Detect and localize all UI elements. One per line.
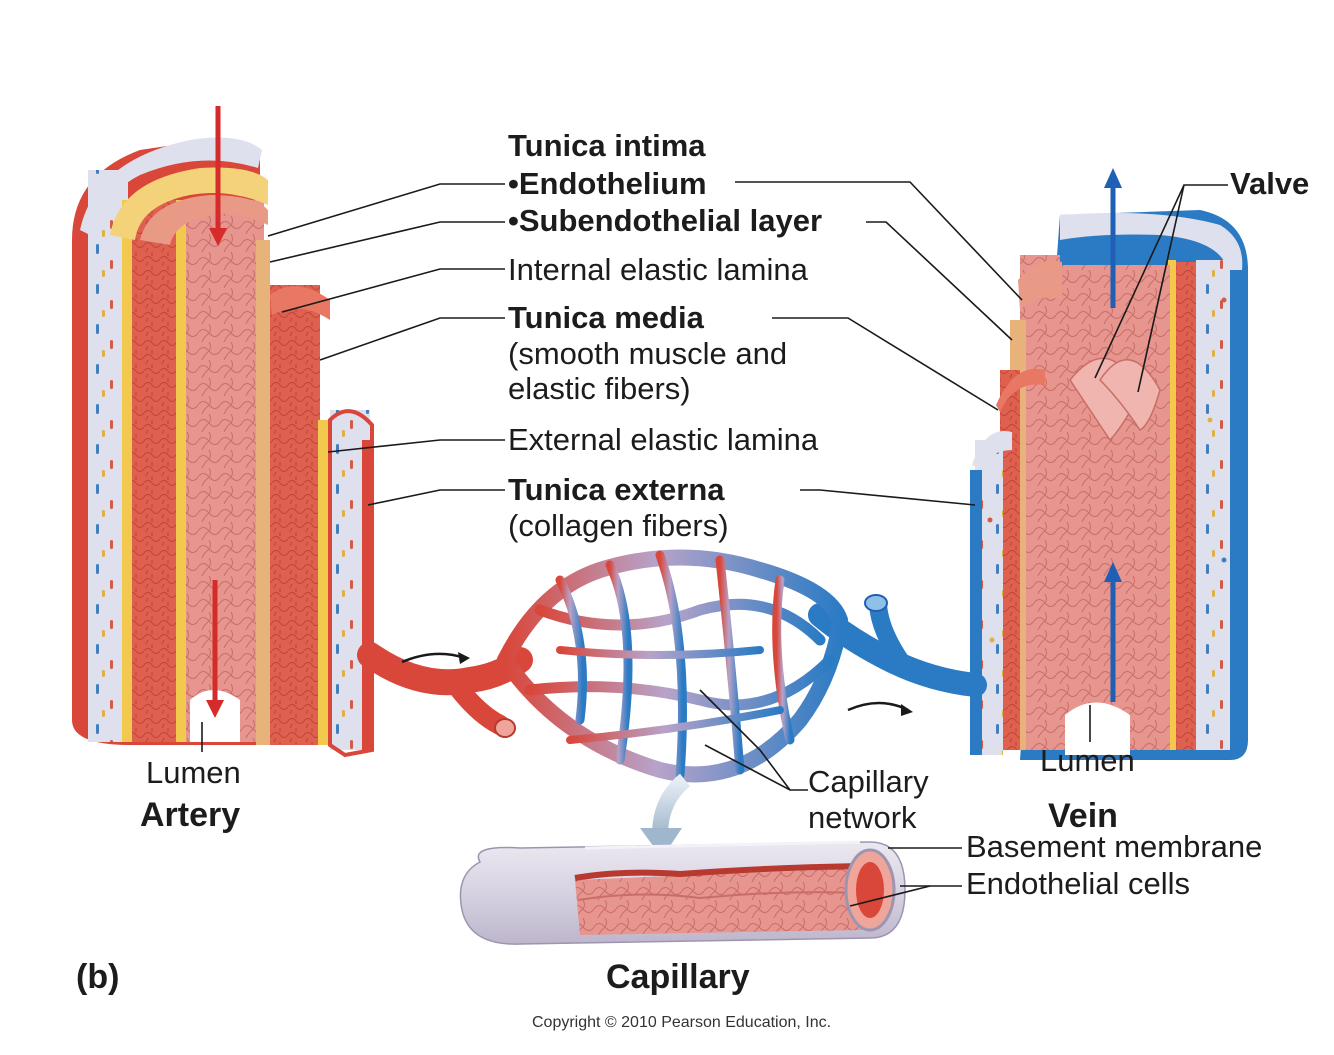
copyright-text: Copyright © 2010 Pearson Education, Inc. [532,1014,832,1031]
capillary-cross-section [459,840,906,945]
label-tunica-externa: Tunica externa [508,472,725,507]
artery-cross-section [72,137,374,758]
label-external-elastic-lamina: External elastic lamina [508,422,819,457]
label-capillary-network-1: Capillary [808,764,929,799]
figure-letter: (b) [76,958,120,996]
leader-lines [201,181,1228,907]
label-endothelial-cells: Endothelial cells [966,866,1191,901]
title-vein: Vein [1048,797,1118,835]
title-capillary: Capillary [606,958,750,996]
label-endothelium: •Endothelium [508,166,707,201]
label-lumen-artery: Lumen [146,755,241,790]
vein-cross-section [970,210,1248,760]
label-tunica-intima: Tunica intima [508,128,706,163]
label-basement-membrane: Basement membrane [966,829,1263,864]
flow-direction-arrows [401,652,913,716]
enlarge-arrow [640,773,691,858]
vein-flow-arrows [1104,168,1122,702]
label-subendothelial-layer: •Subendothelial layer [508,203,823,238]
label-tunica-externa-desc: (collagen fibers) [508,508,729,543]
label-tunica-media-desc-2: elastic fibers) [508,371,691,406]
label-tunica-media-desc-1: (smooth muscle and [508,336,788,371]
label-capillary-network-2: network [808,800,917,835]
vein-wall-dots [987,297,1227,643]
artery-flow-arrows [206,106,227,718]
label-internal-elastic-lamina: Internal elastic lamina [508,252,808,287]
label-lumen-vein: Lumen [1040,743,1135,778]
capillary-network [357,549,987,783]
title-artery: Artery [140,796,241,834]
label-valve: Valve [1230,166,1310,201]
label-tunica-media: Tunica media [508,300,704,335]
